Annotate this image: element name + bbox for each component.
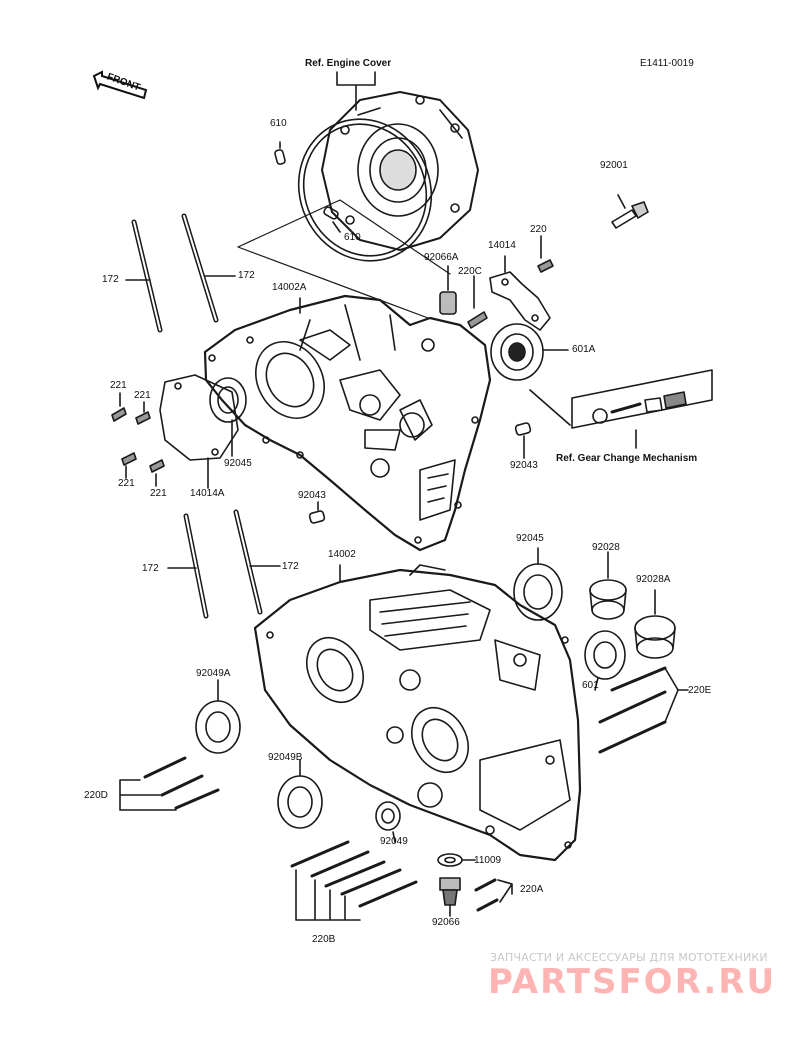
part-label-14002A: 14002A (272, 282, 307, 293)
dowel-92043-right (514, 422, 532, 436)
part-label-92043-right: 92043 (510, 460, 538, 471)
engine-cover (321, 91, 479, 251)
part-label-14014: 14014 (488, 240, 516, 251)
part-label-14014A: 14014A (190, 488, 225, 499)
diagram-code: E1411-0019 (640, 58, 694, 69)
part-label-14002: 14002 (328, 549, 356, 560)
part-label-172-lower-left: 172 (142, 563, 159, 574)
part-label-221-d: 221 (150, 488, 167, 499)
oil-seal-92049A (195, 679, 241, 754)
bolt-92001 (611, 194, 649, 229)
part-label-220D: 220D (84, 790, 108, 801)
part-label-221-b: 221 (134, 390, 151, 401)
part-label-601: 601 (582, 680, 599, 691)
watermark-logo: PARTSFOR.RU (488, 962, 777, 1002)
crankcase-right-half (253, 564, 582, 862)
dowel-92043-left (308, 510, 326, 524)
part-label-92066: 92066 (432, 917, 460, 928)
part-label-221-a: 221 (110, 380, 127, 391)
plate-14014 (489, 255, 551, 331)
bushing-92028A (634, 589, 676, 659)
part-label-92066A: 92066A (424, 252, 459, 263)
watermark-tagline: ЗАПЧАСТИ И АКСЕССУАРЫ ДЛЯ МОТОТЕХНИКИ (490, 951, 768, 964)
part-label-220B: 220B (312, 934, 336, 945)
screws-221 (111, 392, 165, 487)
oil-seal-92049 (375, 801, 401, 843)
part-label-610-bottom: 610 (344, 232, 361, 243)
oil-seal-92049B (277, 759, 323, 829)
part-label-172-lower-right: 172 (282, 561, 299, 572)
part-label-92049A: 92049A (196, 668, 231, 679)
part-label-92001: 92001 (600, 160, 628, 171)
part-label-92028A: 92028A (636, 574, 671, 585)
bolts-220D (119, 756, 220, 811)
plug-92066A (439, 265, 457, 315)
crankcase-left-half (203, 294, 492, 552)
part-label-92045-bottom: 92045 (516, 533, 544, 544)
part-label-11009: 11009 (474, 855, 502, 866)
part-label-220E: 220E (688, 685, 712, 696)
part-label-220-top: 220 (530, 224, 547, 235)
bolts-220A (474, 878, 513, 912)
bolts-220E (598, 666, 689, 754)
part-label-221-c: 221 (118, 478, 135, 489)
ref-gear-change-label: Ref. Gear Change Mechanism (556, 453, 698, 464)
bearing-92045-upper (209, 377, 247, 457)
plug-92066 (439, 877, 461, 917)
gasket-14014A (159, 374, 239, 489)
bushing-92028 (589, 551, 627, 620)
part-label-172-left: 172 (102, 274, 119, 285)
part-label-220C: 220C (458, 266, 482, 277)
part-label-92045-top: 92045 (224, 458, 252, 469)
bearing-601A (490, 323, 569, 381)
studs-172-upper (125, 213, 236, 333)
bolt-220-top (537, 235, 554, 273)
part-label-172-right: 172 (238, 270, 255, 281)
studs-172-lower (167, 509, 281, 619)
front-arrow-icon: FRONT (90, 70, 150, 100)
ref-engine-cover-label: Ref. Engine Cover (305, 58, 392, 69)
part-label-220A: 220A (520, 884, 544, 895)
part-label-92043-left: 92043 (298, 490, 326, 501)
bolt-220C (467, 275, 488, 329)
bearing-92045-lower (513, 547, 563, 621)
part-label-610-top: 610 (270, 118, 287, 129)
part-label-92028: 92028 (592, 542, 620, 553)
part-label-92049B: 92049B (268, 752, 303, 763)
bearing-601 (584, 630, 626, 691)
part-label-601A: 601A (572, 344, 596, 355)
gear-change-box (529, 369, 713, 449)
dowel-pin-610-bottom (323, 206, 339, 220)
washer-11009 (437, 853, 476, 867)
bolts-220B (290, 840, 418, 921)
part-label-92049: 92049 (380, 836, 408, 847)
dowel-pin-610-top (274, 149, 286, 165)
